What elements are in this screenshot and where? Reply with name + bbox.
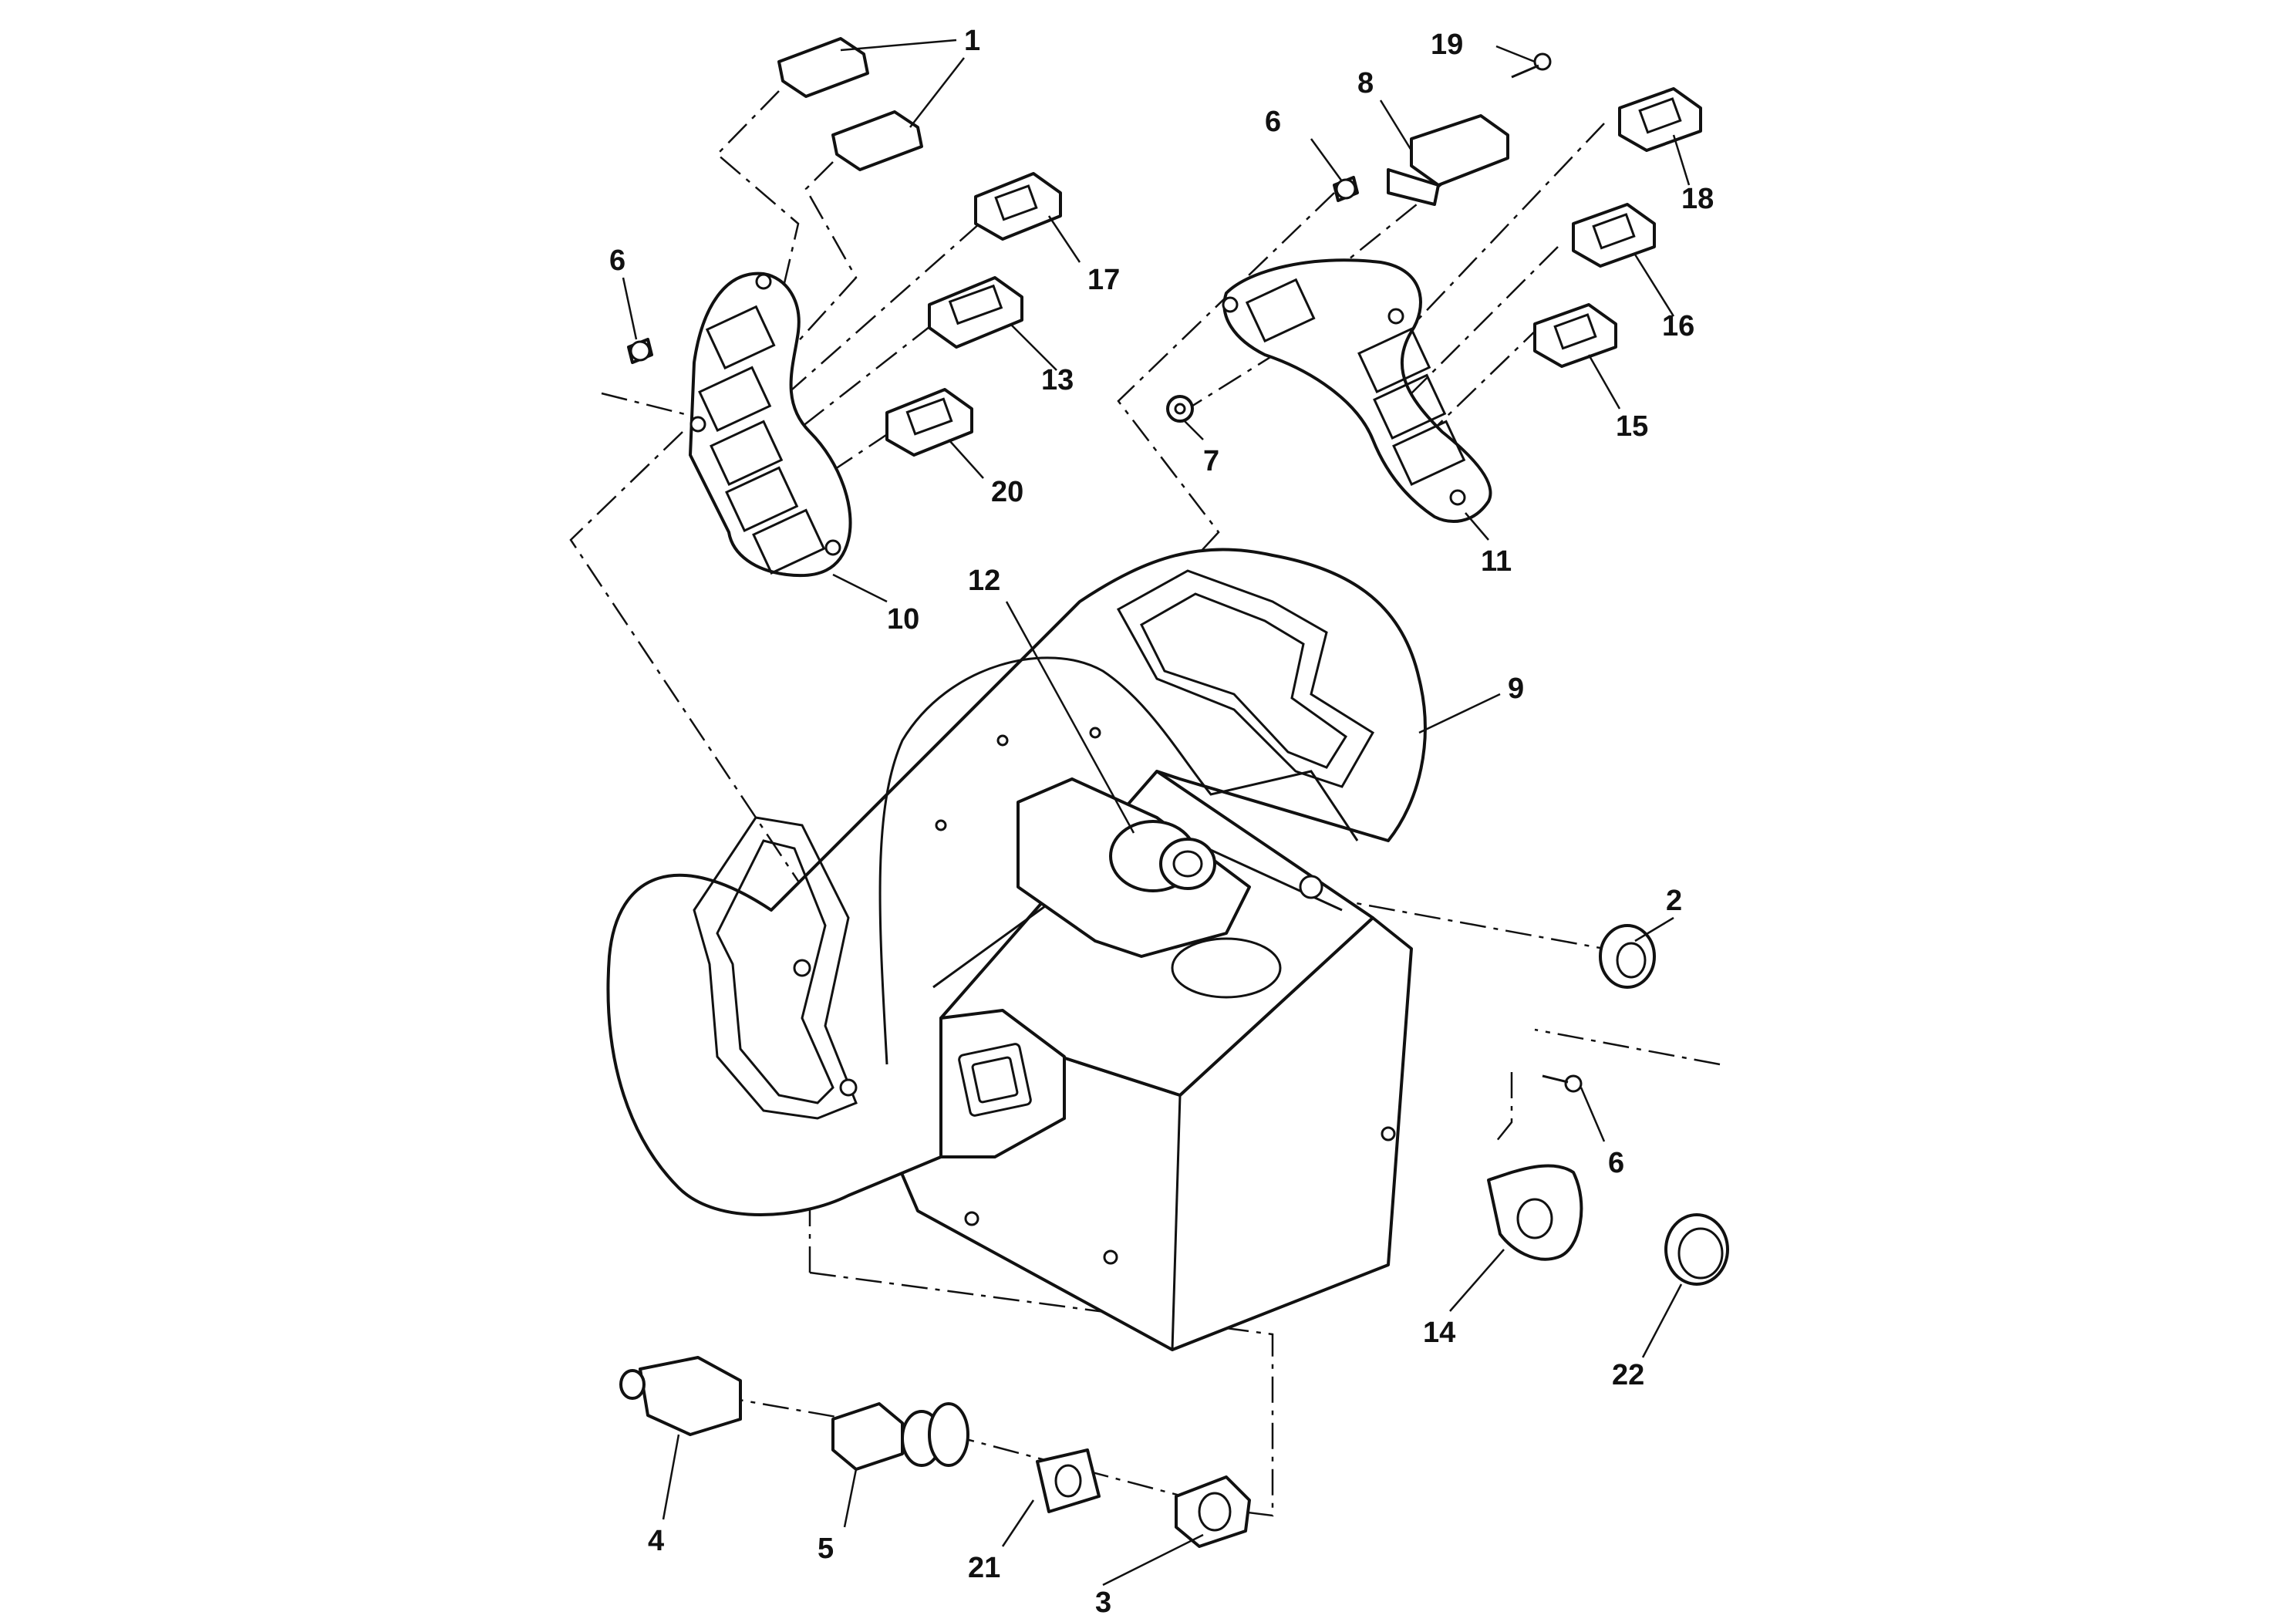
label-16: 16 <box>1662 310 1694 342</box>
switch-18 <box>1618 87 1702 152</box>
left-switch-panel <box>689 271 852 578</box>
callout-labels: 1 2 3 4 5 6 6 6 6 7 8 9 10 11 12 13 14 1… <box>609 25 1714 1619</box>
label-15: 15 <box>1616 410 1648 443</box>
label-13: 13 <box>1041 364 1074 396</box>
grommet-2 <box>1599 924 1656 989</box>
switch-20 <box>885 388 973 457</box>
bezel-14 <box>1487 1164 1583 1261</box>
label-14: 14 <box>1423 1317 1455 1349</box>
switch-17 <box>974 172 1062 241</box>
label-19: 19 <box>1431 29 1463 61</box>
label-8: 8 <box>1357 67 1374 99</box>
label-10: 10 <box>887 603 919 636</box>
switch-15 <box>1533 303 1617 368</box>
nut-3 <box>1175 1475 1251 1548</box>
label-11: 11 <box>1481 545 1512 578</box>
label-3: 3 <box>1095 1587 1111 1619</box>
switch-13 <box>928 276 1023 349</box>
right-switch-panel <box>1222 258 1492 523</box>
nut-7 <box>1166 395 1194 423</box>
switch-16 <box>1572 203 1656 268</box>
screws <box>627 52 1583 1093</box>
label-4: 4 <box>648 1525 664 1557</box>
switch-housing-4 <box>619 1356 742 1436</box>
blank-plugs-1 <box>777 37 923 171</box>
label-17: 17 <box>1087 264 1120 296</box>
leader-lines <box>622 39 1691 1587</box>
switch-8 <box>1387 114 1509 206</box>
label-12: 12 <box>968 565 1000 597</box>
label-21: 21 <box>968 1552 1000 1584</box>
label-6-right: 6 <box>1608 1147 1624 1179</box>
label-1: 1 <box>964 25 980 57</box>
label-5: 5 <box>818 1533 834 1565</box>
label-9: 9 <box>1508 673 1524 705</box>
label-2: 2 <box>1666 885 1682 917</box>
ring-22 <box>1664 1213 1729 1286</box>
label-7: 7 <box>1203 445 1219 477</box>
pushbutton-5 <box>831 1402 969 1471</box>
ignition-switch-12 <box>1109 820 1216 892</box>
label-22: 22 <box>1612 1359 1644 1391</box>
console-housing <box>606 548 1427 1351</box>
label-6-left: 6 <box>609 244 625 277</box>
label-6-top: 6 <box>1265 106 1281 138</box>
gasket-21 <box>1036 1448 1101 1513</box>
label-18: 18 <box>1681 183 1714 215</box>
label-20: 20 <box>991 476 1023 508</box>
